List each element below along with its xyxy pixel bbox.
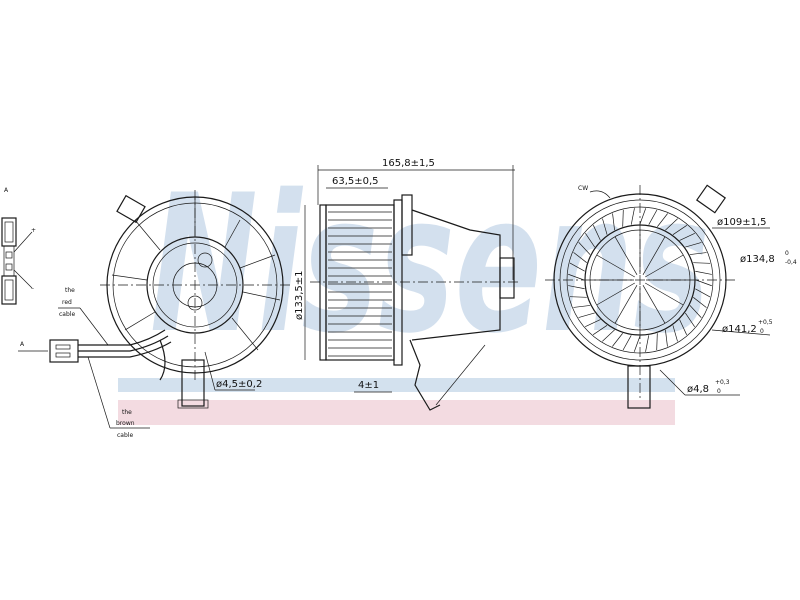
fan-blade [569,296,587,298]
fan-blade [592,325,608,335]
flange-offset-dim: 4±1 [358,380,379,391]
fan-spoke [614,285,638,324]
fan-blade [672,325,678,342]
pin-minus-label: – [31,285,34,292]
fan-blade [602,218,608,235]
fan-blade [665,218,678,231]
diameter-141-tol-lower: 0 [760,328,764,335]
connector-detail: A + – [1,187,36,305]
fan-spoke [645,282,684,306]
fan-blade [633,335,641,352]
red-cable-label-3: cable [59,311,75,318]
fan-blade [657,213,668,227]
diameter-134-tol-lower: -0,4 [785,259,797,266]
fan-blade [693,297,707,308]
brown-cable-label-2: brown [116,420,135,427]
fan-blade [665,329,668,347]
fan-spoke [642,236,666,275]
rear-view: A the red cable the brown cable ø4,5±0,2 [18,190,290,439]
section-label-a: A [4,187,9,194]
wheel-width-dim: 63,5±0,5 [332,176,379,187]
fan-blade [578,242,591,255]
watermark-text: Nissens [150,154,710,375]
overall-length-dim: 165,8±1,5 [382,158,435,169]
brown-cable-label-1: the [122,409,132,416]
fan-blade [602,329,615,342]
diameter-141-dim: ø141,2 [722,324,757,335]
fan-blade [630,208,635,225]
watermark-band-pink [118,400,675,425]
section-label-a-side: A [20,341,25,348]
brown-cable-label-3: cable [117,432,133,439]
watermark: Nissens [118,154,710,425]
fan-blade [648,209,658,225]
fan-blade [685,312,695,328]
diameter-141-tol-upper: +0,5 [758,319,773,326]
hole-4-8-tol-upper: +0,3 [715,379,730,386]
fan-blade [568,285,585,290]
diameter-134-tol-upper: 0 [785,250,789,257]
fan-blade [695,288,711,298]
diameter-109-dim: ø109±1,5 [717,217,767,228]
fan-blade [612,213,615,231]
fan-blade [689,252,707,255]
fan-blade [695,270,712,275]
hole-dimension: ø4,5±0,2 [216,379,262,390]
fan-blade [578,312,595,318]
fan-blade [695,279,712,287]
fan-blade [679,233,695,241]
fan-blade [573,305,591,308]
front-view: CW ø109±1,5 ø134,8 0 -0,4 ø141,2 +0,5 0 … [545,184,797,409]
fan-blade [689,305,702,318]
wheel-diameter-dim: ø133,5±1 [294,271,305,321]
red-cable-label-1: the [65,287,75,294]
rotation-direction-label: CW [578,185,588,192]
hole-4-8-tol-lower: 0 [717,388,721,395]
fan-blade [656,333,658,351]
fan-blade [672,225,688,235]
fan-blade [569,262,585,272]
fan-blade [693,262,711,264]
side-view: 165,8±1,5 63,5±0,5 ø133,5±1 4±1 [294,158,520,411]
fan-spoke [614,236,638,275]
fan-spoke [645,254,684,278]
fan-blade [585,232,595,248]
fan-blade [645,335,650,352]
fan-blade [568,273,585,281]
fan-blade [679,319,687,335]
diameter-134-dim: ø134,8 [740,254,775,265]
fan-blade [573,252,587,263]
fan-blade [612,333,623,347]
fan-blade [585,319,601,327]
fan-blade [622,209,624,227]
watermark-band-blue [118,378,675,392]
fan-blade [622,335,632,351]
fan-spoke [642,285,666,324]
fan-spoke [596,254,635,278]
fan-blade [639,208,647,225]
fan-blade [593,225,601,241]
hole-4-8-dim: ø4,8 [687,384,709,395]
fan-spoke [596,282,635,306]
fan-blade [685,242,702,248]
pin-plus-label: + [31,227,36,234]
red-cable-label-2: red [62,299,72,306]
